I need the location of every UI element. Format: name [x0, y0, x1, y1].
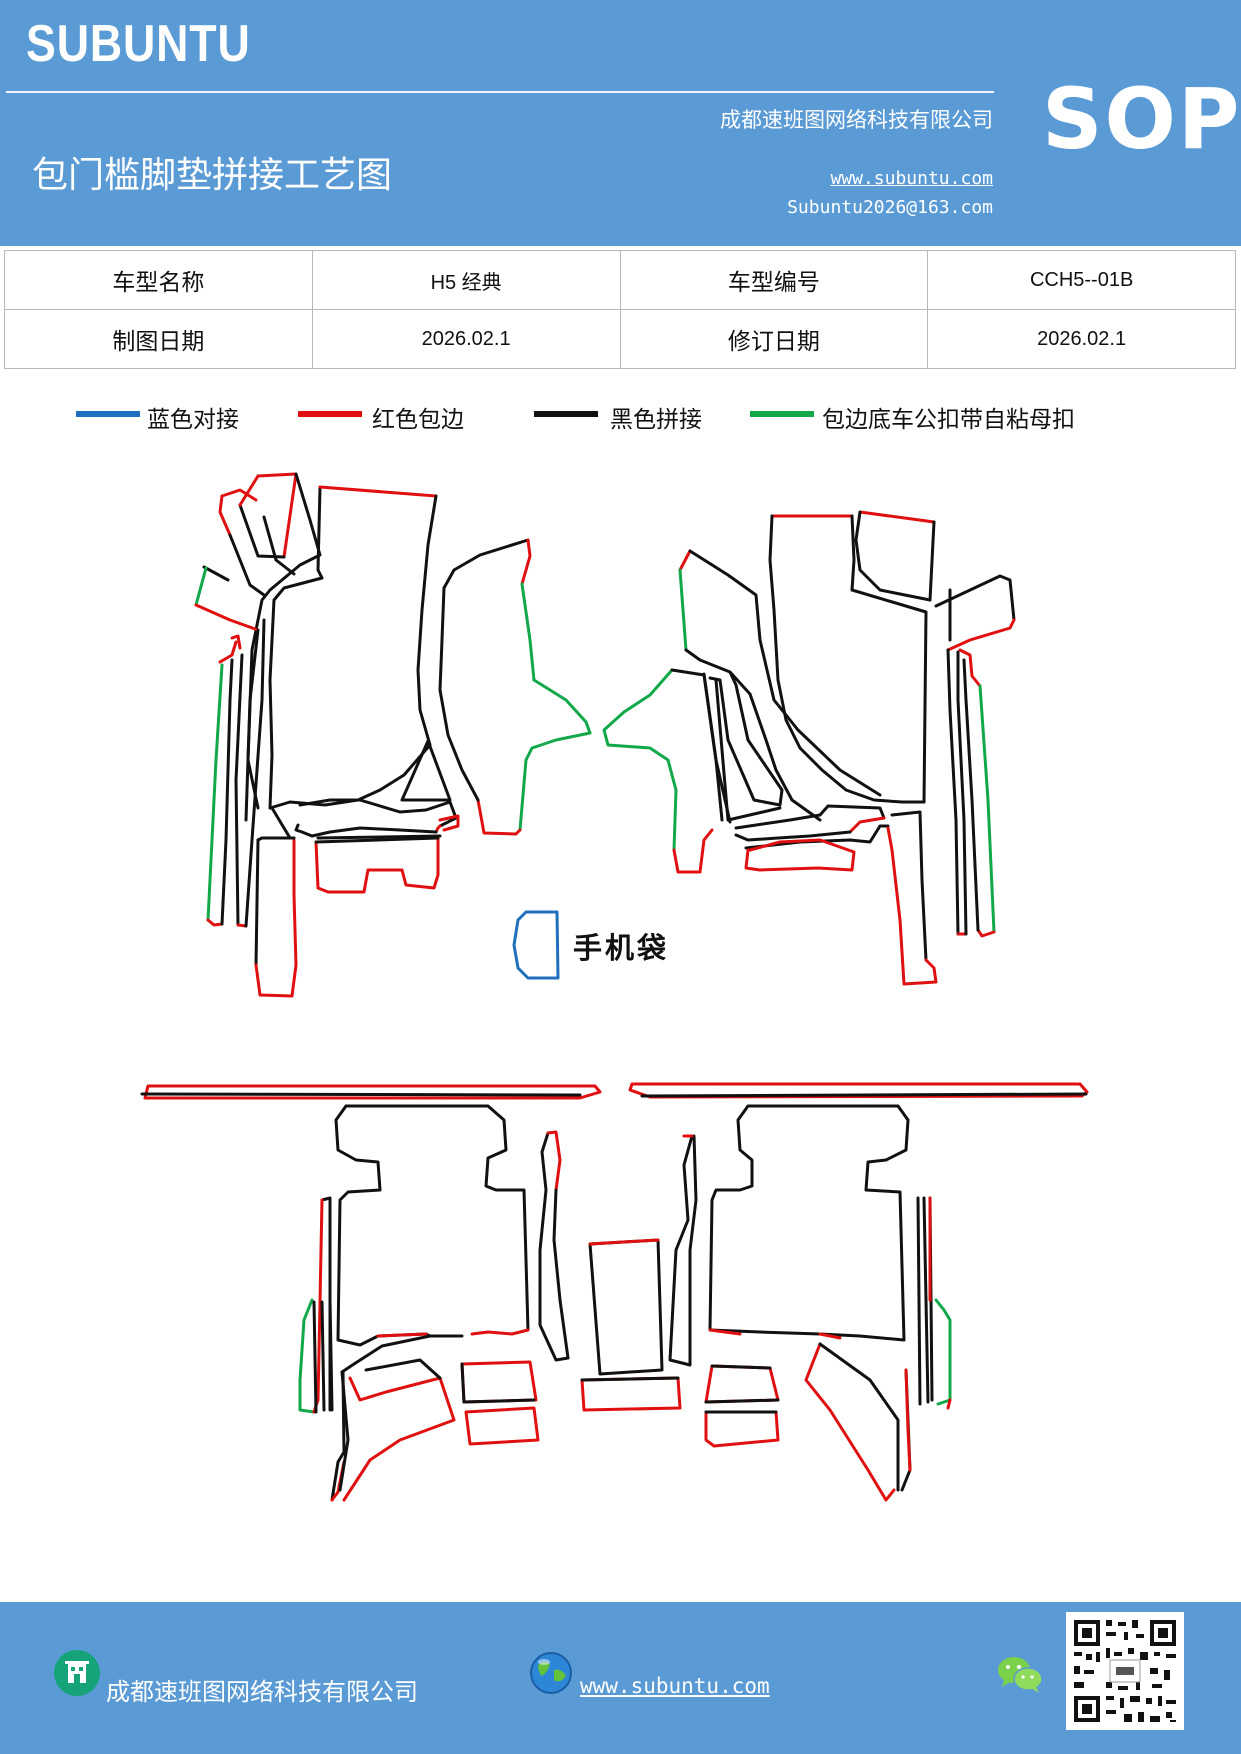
- legend-swatch-red: [298, 411, 362, 417]
- model-code-value: CCH5--01B: [927, 250, 1236, 310]
- revise-date-label: 修订日期: [619, 309, 929, 369]
- legend: 蓝色对接 红色包边 黑色拼接 包边底车公扣带自粘母扣: [0, 400, 1241, 440]
- header-divider: [6, 91, 994, 93]
- table-row: 车型名称 H5 经典 车型编号 CCH5--01B: [4, 250, 1236, 310]
- phone-pocket-shape: [512, 910, 560, 980]
- legend-label-blue: 蓝色对接: [147, 407, 239, 433]
- model-code-label: 车型编号: [619, 250, 929, 310]
- front-left-mat-group: [194, 472, 592, 998]
- building-icon: [54, 1650, 100, 1696]
- email-address: Subuntu2026@163.com: [787, 197, 993, 218]
- model-name-value: H5 经典: [311, 250, 621, 310]
- legend-label-green: 包边底车公扣带自粘母扣: [822, 407, 1075, 433]
- footer-website-link[interactable]: www.subuntu.com: [580, 1674, 770, 1698]
- front-right-mat-group: [602, 510, 1016, 986]
- qr-code: [1066, 1612, 1184, 1730]
- legend-label-red: 红色包边: [372, 407, 464, 433]
- rear-mat-group: [140, 1082, 1089, 1502]
- legend-swatch-black: [534, 411, 598, 417]
- globe-icon: [528, 1650, 574, 1696]
- draw-date-value: 2026.02.1: [311, 309, 621, 369]
- phone-pocket-label: 手机袋: [573, 931, 670, 965]
- website-link[interactable]: www.subuntu.com: [830, 168, 993, 189]
- brand-logo: SUBUNTU: [26, 15, 251, 73]
- draw-date-label: 制图日期: [4, 309, 313, 369]
- header-banner: SUBUNTU 成都速班图网络科技有限公司 包门槛脚垫拼接工艺图 www.sub…: [0, 0, 1241, 246]
- footer-banner: 成都速班图网络科技有限公司 www.subuntu.com: [0, 1602, 1241, 1754]
- legend-swatch-green: [750, 411, 814, 417]
- info-table: 车型名称 H5 经典 车型编号 CCH5--01B 制图日期 2026.02.1…: [4, 250, 1236, 369]
- revise-date-value: 2026.02.1: [927, 309, 1236, 369]
- footer-company-name: 成都速班图网络科技有限公司: [106, 1678, 418, 1706]
- wechat-icon[interactable]: [996, 1654, 1044, 1696]
- company-name: 成都速班图网络科技有限公司: [720, 108, 993, 132]
- model-name-label: 车型名称: [4, 250, 313, 310]
- legend-label-black: 黑色拼接: [610, 407, 702, 433]
- table-row: 制图日期 2026.02.1 修订日期 2026.02.1: [4, 309, 1236, 369]
- sop-badge: SOP: [1042, 70, 1241, 168]
- page-title: 包门槛脚垫拼接工艺图: [32, 155, 393, 196]
- legend-swatch-blue: [76, 411, 140, 417]
